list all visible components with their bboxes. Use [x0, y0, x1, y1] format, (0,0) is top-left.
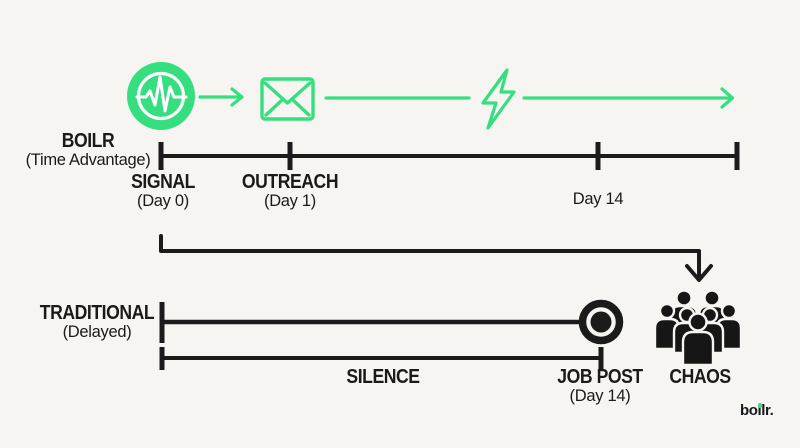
silence-label: SILENCE	[341, 366, 424, 388]
signal-to-chaos-connector	[159, 234, 713, 282]
milestone-subtitle: (Day 1)	[264, 192, 316, 211]
track-subtitle: (Delayed)	[62, 323, 132, 342]
boilr-timeline	[158, 142, 740, 170]
track-subtitle: (Time Advantage)	[25, 151, 151, 170]
milestone-subtitle: Day 14	[572, 190, 624, 208]
day14-milestone-label: Day 14	[572, 190, 624, 208]
milestone-subtitle: (Day 14)	[569, 387, 631, 406]
boilr-logo: boilr.	[740, 402, 774, 419]
boilr-logo-text: boilr.	[740, 402, 774, 419]
milestone-title: JOB POST	[557, 366, 643, 388]
chaos-label: CHAOS	[665, 366, 735, 388]
silence-bracket	[159, 347, 604, 370]
boilr-track-label: BOILR (Time Advantage)	[26, 131, 151, 170]
logo-green-dot-icon	[757, 403, 763, 408]
milestone-subtitle: (Day 0)	[137, 192, 189, 211]
phase-title: SILENCE	[346, 366, 420, 388]
track-title: TRADITIONAL	[39, 302, 155, 324]
track-title: BOILR	[61, 130, 115, 152]
job-post-label: JOB POST (Day 14)	[551, 367, 648, 406]
envelope-icon	[260, 77, 315, 121]
signal-pulse-icon	[127, 62, 195, 130]
crowd-icon	[653, 289, 743, 367]
arrowhead-down-icon	[685, 264, 713, 282]
speed-line	[324, 68, 735, 130]
arrowhead-right-icon	[720, 87, 735, 109]
milestone-title: OUTREACH	[241, 171, 339, 193]
milestone-title: SIGNAL	[131, 171, 195, 193]
phase-title: CHAOS	[669, 366, 731, 388]
traditional-timeline	[159, 302, 580, 343]
lightning-bolt-icon	[481, 68, 516, 130]
outreach-milestone-label: OUTREACH (Day 1)	[235, 172, 344, 211]
arrow-right-icon	[198, 87, 244, 107]
signal-milestone-label: SIGNAL (Day 0)	[127, 172, 200, 211]
traditional-track-label: TRADITIONAL (Delayed)	[32, 303, 162, 342]
target-dot-icon	[578, 299, 624, 345]
